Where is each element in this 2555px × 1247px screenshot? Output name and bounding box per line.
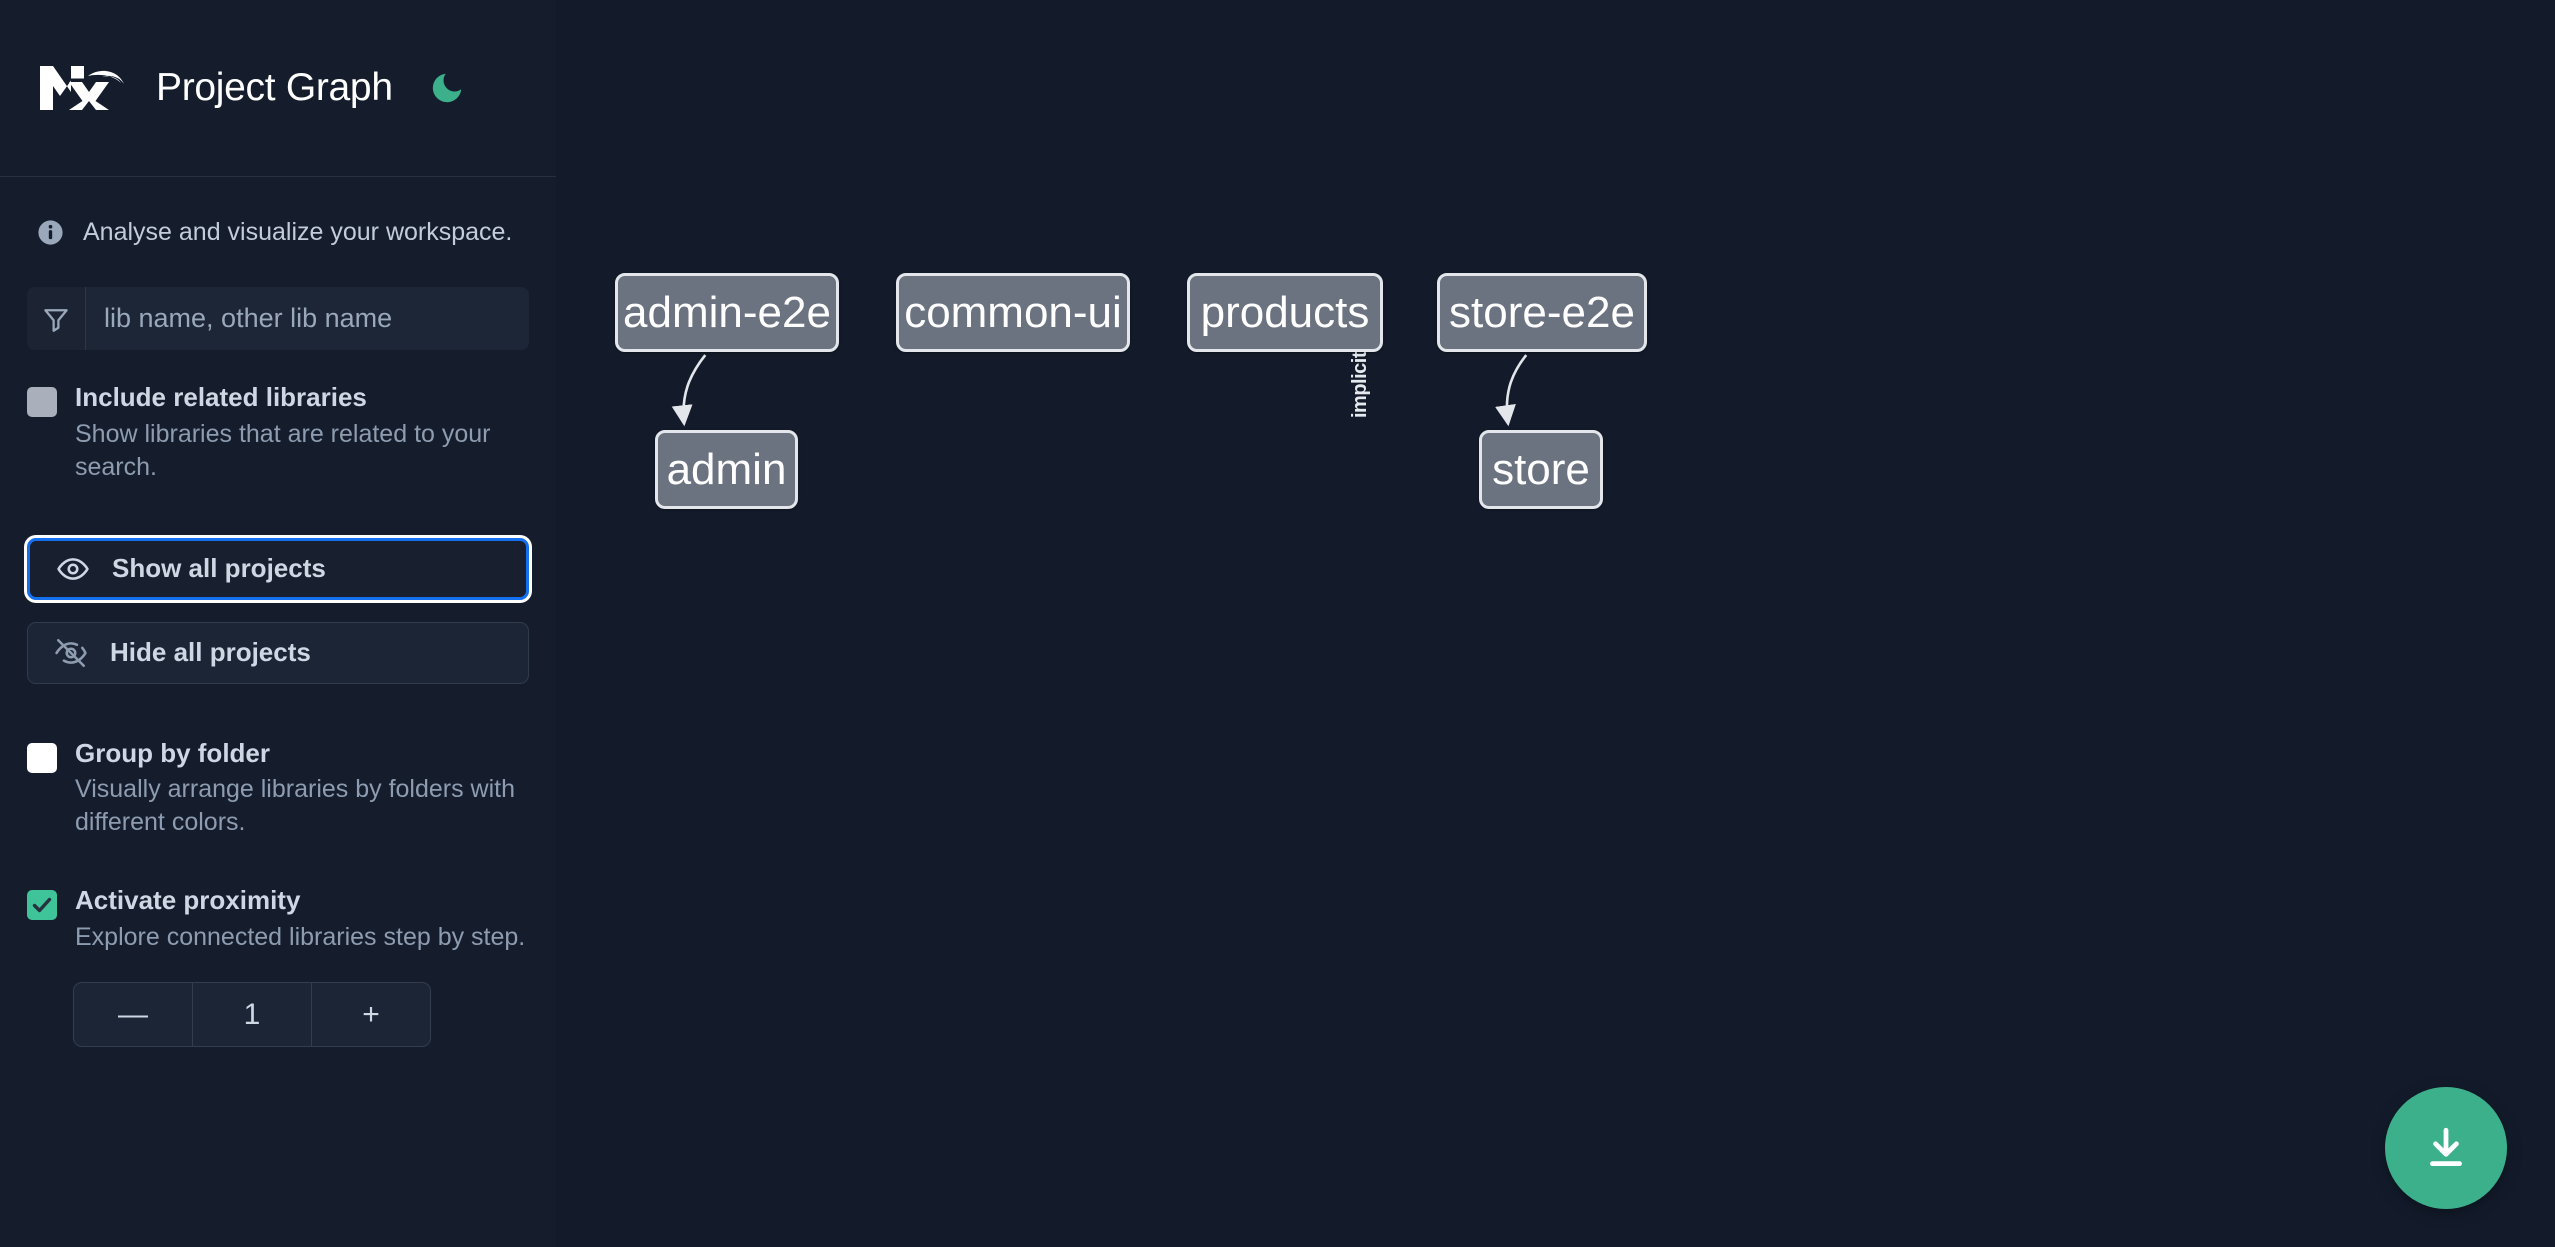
nx-logo-icon xyxy=(36,58,128,118)
option-label: Include related libraries xyxy=(75,382,367,412)
proximity-value: 1 xyxy=(192,983,312,1047)
eye-icon xyxy=(57,557,89,580)
option-description: Show libraries that are related to your … xyxy=(75,419,491,481)
graph-edges xyxy=(671,354,1528,427)
graph-node-products[interactable]: products xyxy=(1187,273,1383,352)
graph-node-admin[interactable]: admin xyxy=(655,430,798,509)
sidebar: Project Graph Analyse and visualize your… xyxy=(0,0,556,1247)
download-graph-button[interactable] xyxy=(2385,1087,2507,1209)
workspace-tagline: Analyse and visualize your workspace. xyxy=(0,177,556,287)
option-label: Activate proximity xyxy=(75,885,301,916)
proximity-stepper: — 1 + xyxy=(73,982,431,1048)
option-description: Visually arrange libraries by folders wi… xyxy=(75,775,516,837)
info-icon xyxy=(36,218,65,247)
graph-node-admin-e2e[interactable]: admin-e2e xyxy=(615,273,839,352)
option-label: Group by folder xyxy=(75,737,270,768)
filter-funnel-icon xyxy=(27,287,86,350)
sidebar-header: Project Graph xyxy=(0,0,556,177)
graph-canvas[interactable]: implicit implicit admin-e2e common-ui pr… xyxy=(556,0,2555,1247)
edge-store-e2e-store xyxy=(1495,354,1528,427)
download-icon xyxy=(2430,1127,2462,1167)
sidebar-body: Include related libraries Show libraries… xyxy=(0,287,556,1048)
graph-node-common-ui[interactable]: common-ui xyxy=(896,273,1130,352)
show-all-projects-button[interactable]: Show all projects xyxy=(27,537,529,600)
graph-node-store-e2e[interactable]: store-e2e xyxy=(1437,273,1647,352)
hide-all-projects-label: Hide all projects xyxy=(110,637,311,668)
moon-icon[interactable] xyxy=(425,66,469,110)
option-include-related-libraries[interactable]: Include related libraries Show libraries… xyxy=(27,382,529,484)
include-related-libraries-checkbox[interactable] xyxy=(27,387,57,417)
search-input[interactable] xyxy=(86,287,529,350)
edge-label-implicit-admin: implicit xyxy=(1349,351,1371,418)
tagline-text: Analyse and visualize your workspace. xyxy=(83,217,513,246)
option-activate-proximity[interactable]: Activate proximity Explore connected lib… xyxy=(27,885,529,954)
option-group-by-folder[interactable]: Group by folder Visually arrange librari… xyxy=(27,738,529,840)
eye-off-icon xyxy=(55,638,87,667)
page-title: Project Graph xyxy=(156,66,393,109)
group-by-folder-checkbox[interactable] xyxy=(27,742,57,773)
filter-row xyxy=(27,287,529,350)
graph-node-store[interactable]: store xyxy=(1479,430,1603,509)
edge-admin-e2e-admin xyxy=(671,354,707,427)
proximity-increment-button[interactable]: + xyxy=(312,983,430,1046)
check-icon xyxy=(32,898,52,913)
show-all-projects-label: Show all projects xyxy=(112,553,326,584)
activate-proximity-checkbox[interactable] xyxy=(27,890,57,921)
proximity-decrement-button[interactable]: — xyxy=(74,983,192,1046)
hide-all-projects-button[interactable]: Hide all projects xyxy=(27,621,529,684)
option-description: Explore connected libraries step by step… xyxy=(75,923,526,952)
